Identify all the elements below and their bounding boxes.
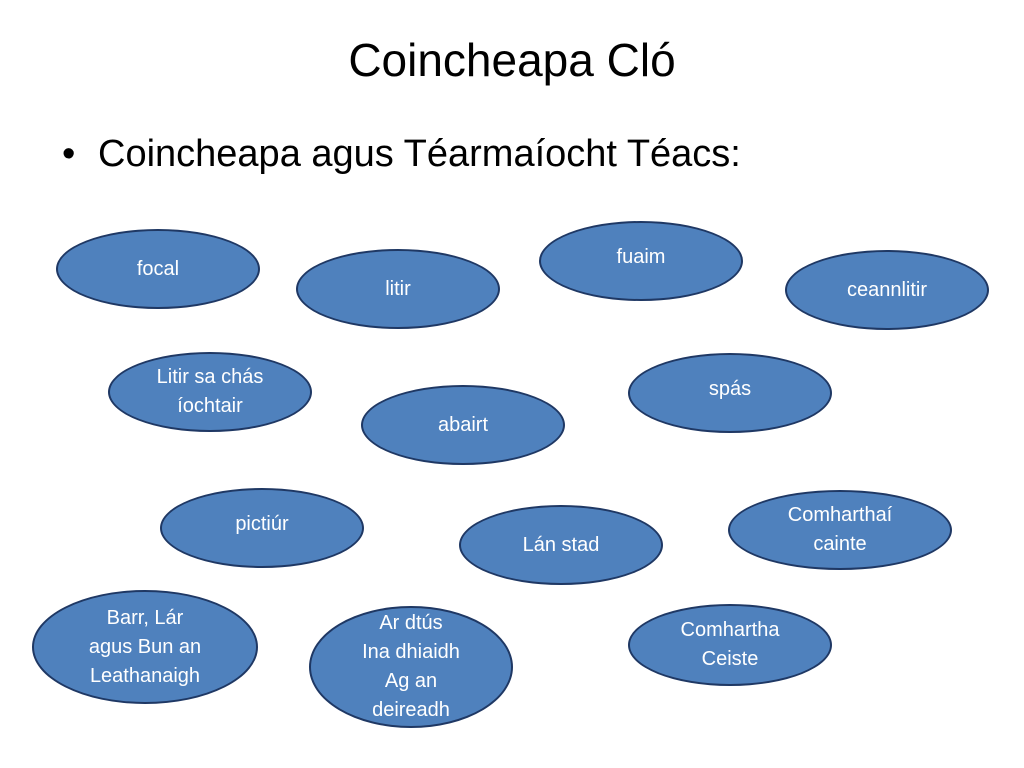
concept-oval-ceannlitir: ceannlitir [785,250,989,330]
concept-label: Lán stad [522,533,600,556]
concept-label: litir [385,277,411,300]
concept-label: abairt [437,413,489,436]
concept-label: pictiúr [235,513,289,535]
concept-oval-barr-lar-bun: Barr, Lár agus Bun an Leathanaigh [32,590,258,704]
concept-label: Comhartha Ceiste [680,619,780,670]
concept-oval-comhartha-ceiste: Comhartha Ceiste [628,604,832,686]
concept-oval-fuaim: fuaim [539,221,743,301]
concept-oval-focal: focal [56,229,260,309]
concept-oval-abairt: abairt [361,385,565,465]
concept-oval-pictiur: pictiúr [160,488,364,568]
concept-label: spás [708,378,752,400]
concept-label: ceannlitir [846,278,928,301]
concept-label: Barr, Lár agus Bun an Leathanaigh [88,606,202,687]
concept-oval-litir-sa-chas-iochtair: Litir sa chás íochtair [108,352,312,432]
bullet-marker: • [62,133,76,175]
concept-label: Comharthaí cainte [787,504,893,555]
concept-label: Litir sa chás íochtair [156,366,264,417]
concept-oval-litir: litir [296,249,500,329]
concept-oval-spas: spás [628,353,832,433]
concept-label: focal [136,257,180,280]
slide-title: Coincheapa Cló [348,34,676,86]
concept-oval-comharthai-cainte: Comharthaí cainte [728,490,952,570]
concept-oval-lan-stad: Lán stad [459,505,663,585]
bullet-item: • Coincheapa agus Téarmaíocht Téacs: [62,128,741,180]
concept-oval-ar-dtus: Ar dtús Ina dhiaidh Ag an deireadh [309,606,513,728]
bullet-text: Coincheapa agus Téarmaíocht Téacs: [98,133,741,175]
concept-label: Ar dtús Ina dhiaidh Ag an deireadh [362,612,460,721]
concept-label: fuaim [616,246,666,268]
